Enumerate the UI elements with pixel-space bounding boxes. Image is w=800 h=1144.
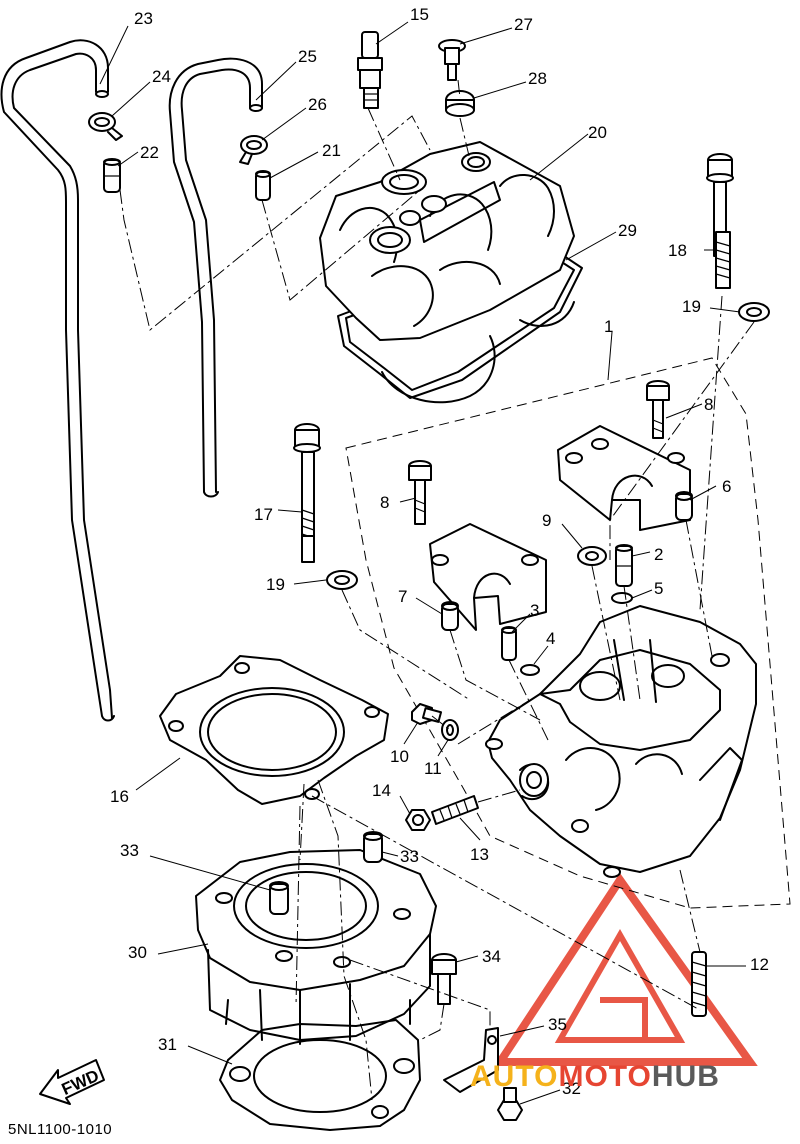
hose-25	[168, 57, 263, 498]
callout-1: 1	[604, 317, 613, 336]
fwd-arrow-icon: FWD	[39, 1059, 105, 1105]
watermark-hub: HUB	[651, 1060, 720, 1093]
callout-3: 3	[530, 601, 539, 620]
guide-3	[501, 626, 517, 661]
callout-12: 12	[750, 955, 769, 974]
callout-8-left: 8	[380, 493, 389, 512]
watermark-auto: AUTO	[470, 1060, 559, 1093]
oring-4	[520, 664, 540, 676]
callout-28: 28	[528, 69, 547, 88]
callout-5: 5	[654, 579, 663, 598]
callout-23: 23	[134, 9, 153, 28]
base-gasket-31	[219, 1019, 421, 1131]
dowel-33-right	[363, 831, 383, 863]
head-gasket-16	[159, 655, 389, 805]
callout-labels: 1 2 3 4 5 6 7 8 8 9 10 11 12 13 14 15 16…	[110, 5, 769, 1098]
bolt-27	[438, 39, 466, 81]
cylinder-head-1	[485, 605, 757, 878]
seal-9	[577, 546, 607, 566]
washer-28	[445, 90, 475, 117]
callout-19-left: 19	[266, 575, 285, 594]
bolt-10	[411, 703, 443, 725]
callout-35: 35	[548, 1015, 567, 1034]
callout-14: 14	[372, 781, 391, 800]
callout-7: 7	[398, 587, 407, 606]
callout-22: 22	[140, 143, 159, 162]
cylinder-30	[195, 849, 437, 1045]
document-code: 5NL1100-1010	[8, 1121, 113, 1138]
dowel-6	[675, 491, 693, 521]
hose-23	[0, 39, 115, 722]
callout-32: 32	[562, 1079, 581, 1098]
callout-33-left: 33	[120, 841, 139, 860]
callout-17: 17	[254, 505, 273, 524]
callout-31: 31	[158, 1035, 177, 1054]
joint-22	[103, 158, 121, 193]
callout-29: 29	[618, 221, 637, 240]
washer-19-right	[738, 302, 770, 322]
bolt-8-top	[646, 380, 670, 439]
bracket-35	[443, 1027, 499, 1093]
callout-15: 15	[410, 5, 429, 24]
joint-21	[255, 170, 271, 201]
spark-plug-15	[357, 31, 383, 109]
head-cover-20	[319, 141, 575, 404]
callout-11: 11	[424, 759, 442, 778]
callout-30: 30	[128, 943, 147, 962]
callout-24: 24	[152, 67, 171, 86]
bolt-8-left	[408, 460, 432, 525]
callout-33-right: 33	[400, 847, 419, 866]
clip-26	[239, 135, 268, 165]
bearing-cap-top	[557, 425, 691, 531]
washer-19-left	[326, 570, 358, 590]
callout-13: 13	[470, 845, 489, 864]
guide-2	[615, 544, 633, 587]
watermark-text: AUTOMOTOHUB	[470, 1060, 720, 1094]
callout-18: 18	[668, 241, 687, 260]
clip-5	[611, 592, 633, 604]
callout-19-right: 19	[682, 297, 701, 316]
callout-16: 16	[110, 787, 129, 806]
callout-25: 25	[298, 47, 317, 66]
watermark-logo	[492, 872, 758, 1066]
callout-21: 21	[322, 141, 341, 160]
callout-4: 4	[546, 629, 555, 648]
callout-6: 6	[722, 477, 731, 496]
callout-8-top: 8	[704, 395, 713, 414]
bolt-17	[293, 423, 321, 563]
callout-20: 20	[588, 123, 607, 142]
stud-12	[691, 951, 707, 1017]
clip-24	[88, 112, 123, 141]
dowel-33-left	[269, 881, 289, 915]
callout-26: 26	[308, 95, 327, 114]
dowel-7	[441, 601, 459, 631]
watermark-moto: MOTO	[558, 1060, 652, 1093]
callout-2: 2	[654, 545, 663, 564]
bolt-32	[497, 1087, 523, 1121]
washer-11	[441, 719, 459, 741]
bolt-18	[706, 153, 734, 289]
stud-13	[431, 795, 479, 825]
bolt-34	[431, 953, 457, 1005]
leader-lines	[99, 21, 746, 1105]
nut-14	[405, 809, 431, 831]
callout-27: 27	[514, 15, 533, 34]
callout-34: 34	[482, 947, 501, 966]
callout-9: 9	[542, 511, 551, 530]
callout-10: 10	[390, 747, 409, 766]
